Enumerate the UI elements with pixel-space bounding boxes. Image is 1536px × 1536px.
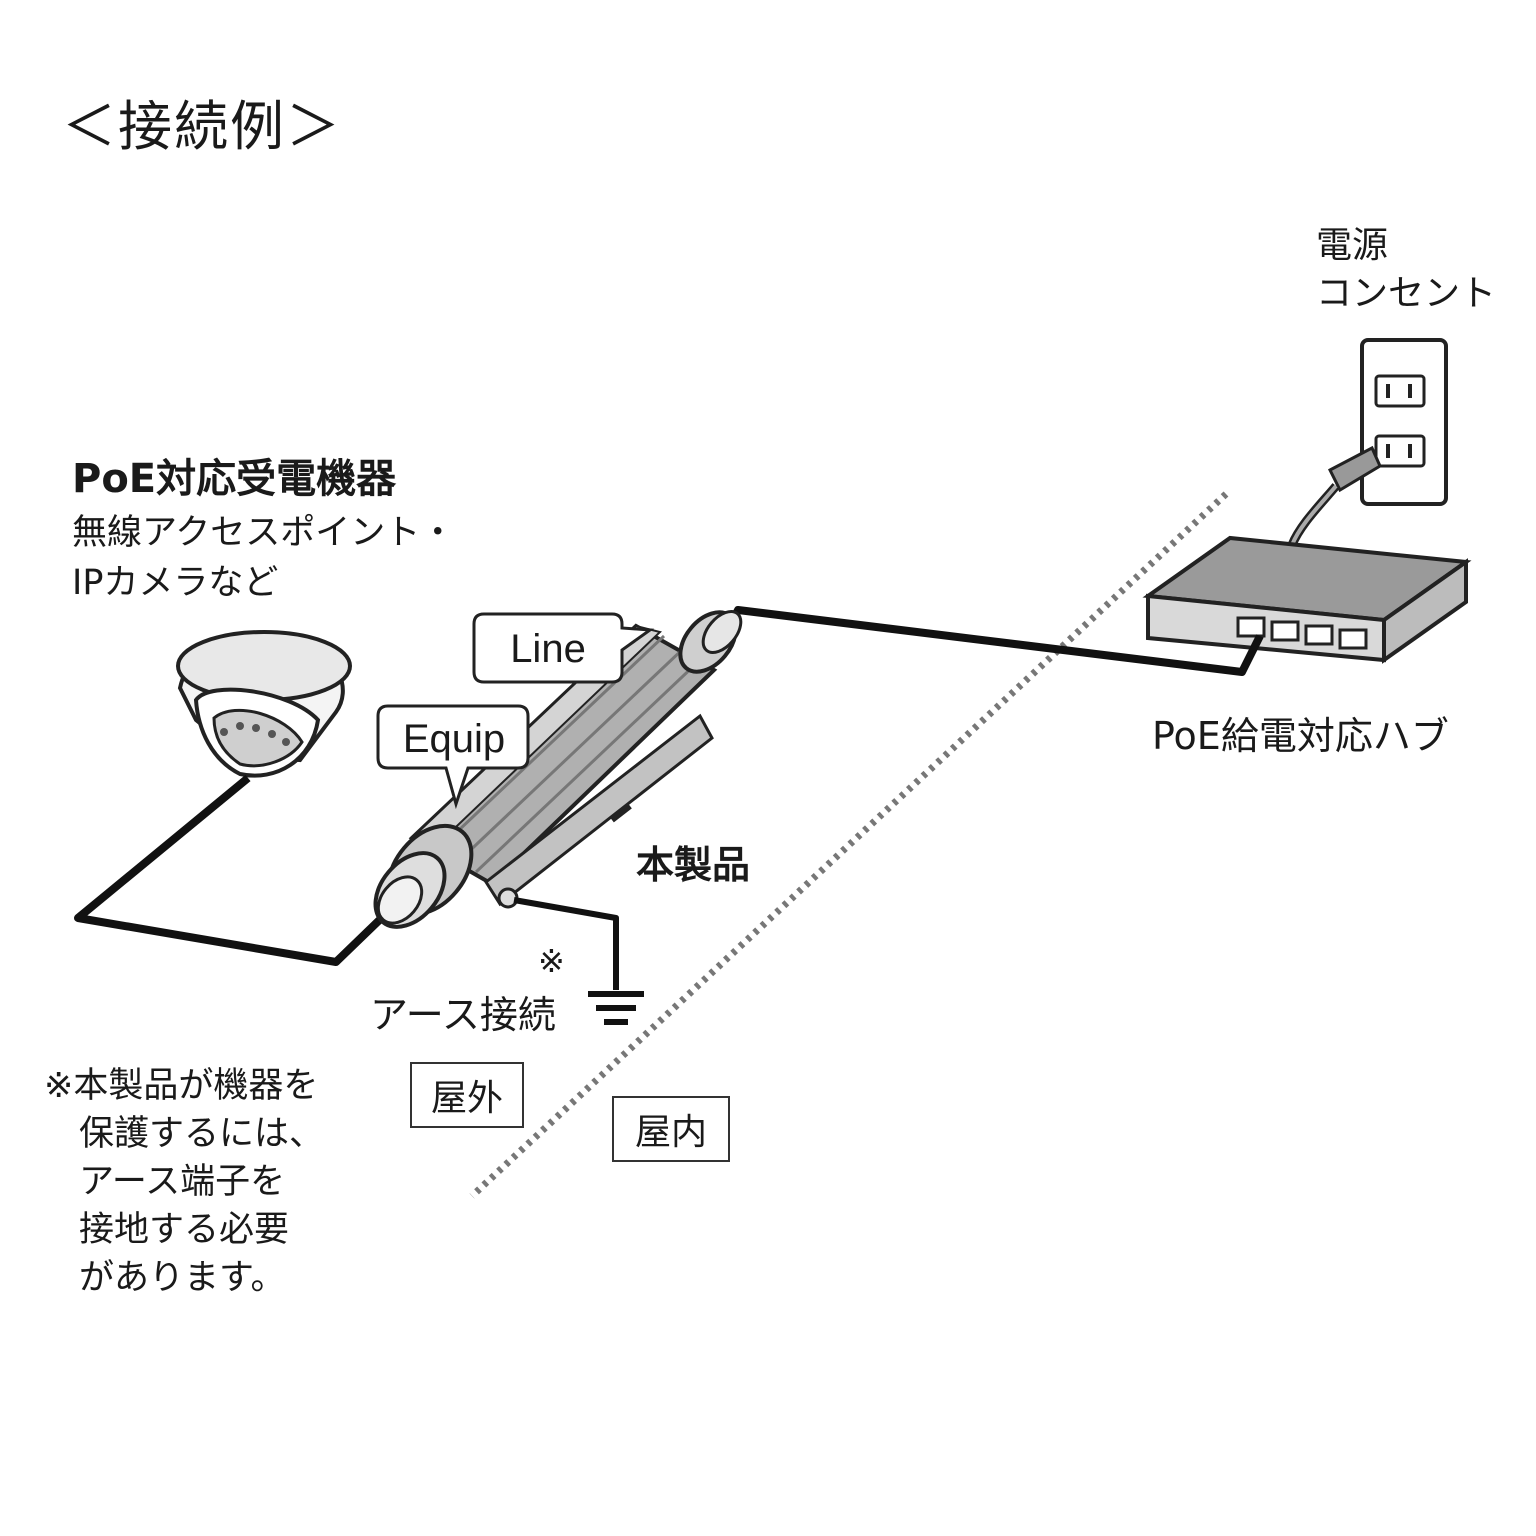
indoor-zone-label: 屋内 <box>612 1096 730 1162</box>
indoor-outdoor-boundary <box>469 491 1229 1199</box>
ip-camera-icon <box>176 630 352 778</box>
poe-hub-icon <box>1142 535 1472 664</box>
earth-terminal <box>497 887 519 909</box>
earth-connection-label: アース接続 <box>370 993 556 1037</box>
line-port-label: Line <box>510 627 586 671</box>
product-label: 本製品 <box>636 843 751 887</box>
earth-note-text: ※本製品が機器を 保護するには、 アース端子を 接地する必要 があります。 <box>44 1066 325 1298</box>
earth-wire <box>513 897 619 990</box>
poe-hub-label: PoE給電対応ハブ <box>1152 714 1449 758</box>
ground-symbol-icon <box>588 991 644 1025</box>
line-port-callout: Line <box>472 612 655 684</box>
power-outlet-icon <box>1328 338 1448 506</box>
powered-device-description: 無線アクセスポイント・ IPカメラなど <box>72 513 456 603</box>
outdoor-zone-label: 屋外 <box>410 1062 524 1128</box>
line-connector <box>678 610 743 674</box>
surge-protector-icon <box>373 610 743 929</box>
earth-note-mark: ※ <box>538 942 565 980</box>
power-outlet-label: 電源 コンセント <box>1316 225 1497 314</box>
equip-cable <box>74 774 397 966</box>
equip-port-label: Equip <box>403 717 505 761</box>
powered-device-title: PoE対応受電機器 <box>72 456 397 502</box>
page-heading: ＜接続例＞ <box>62 95 342 158</box>
equip-connector <box>373 823 474 929</box>
equip-port-callout: Equip <box>376 704 530 810</box>
